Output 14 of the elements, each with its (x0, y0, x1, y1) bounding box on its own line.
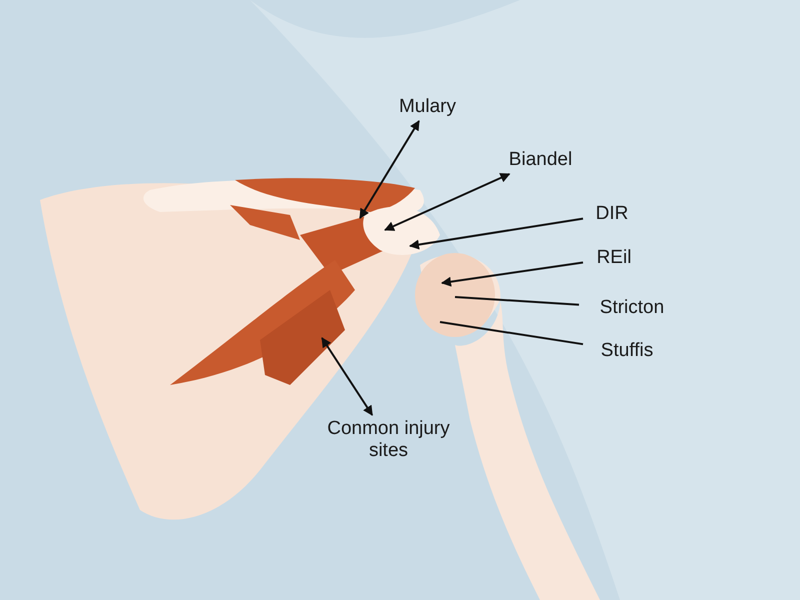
leader-line (384, 173, 510, 231)
part-label: Biandel (493, 149, 588, 171)
leader-line (409, 218, 584, 250)
part-label: REil (586, 247, 642, 269)
leader-line (454, 296, 580, 306)
leader-line (440, 321, 584, 346)
part-label: Mulary (385, 96, 470, 118)
part-label: Conmon injury sites (316, 418, 461, 462)
part-label: DIR (586, 203, 638, 225)
part-label: Stricton (582, 297, 682, 319)
leader-line (441, 262, 584, 287)
part-label: Stuffis (586, 340, 668, 362)
leader-line (359, 120, 420, 219)
leader-line (321, 337, 374, 416)
